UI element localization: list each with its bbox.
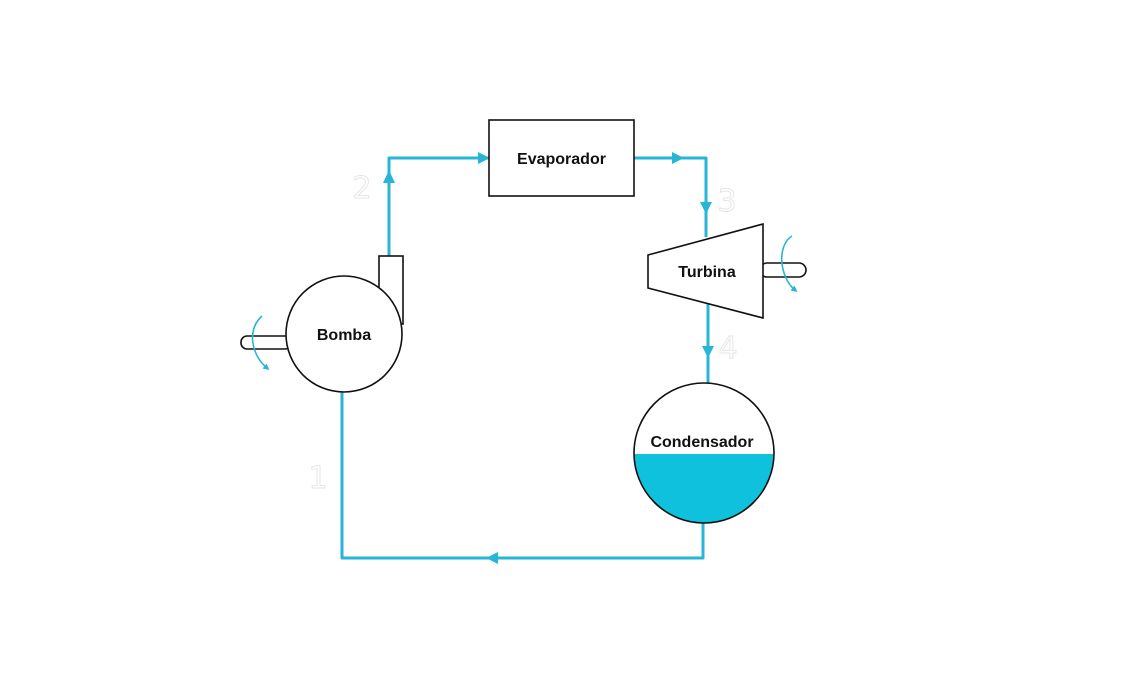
condenser: Condensador bbox=[633, 382, 775, 524]
evaporator: Evaporador bbox=[488, 119, 635, 197]
arrow-up-icon bbox=[383, 170, 395, 183]
state-point-4: 4 bbox=[718, 331, 737, 366]
turbine-body bbox=[647, 222, 764, 320]
condenser-liquid bbox=[634, 454, 774, 523]
pipe-pump-to-evaporator bbox=[387, 156, 489, 256]
rotation-arrow-icon bbox=[780, 235, 798, 293]
state-point-3: 3 bbox=[717, 184, 736, 219]
pump-shaft bbox=[240, 335, 292, 350]
turbine-label: Turbina bbox=[678, 264, 736, 281]
arrow-down-icon bbox=[702, 346, 714, 358]
condenser-label: Condensador bbox=[650, 434, 753, 451]
pipe-condenser-to-pump bbox=[340, 392, 705, 560]
pump: Bomba bbox=[240, 255, 404, 393]
pump-label: Bomba bbox=[317, 327, 371, 344]
evaporator-box bbox=[488, 119, 635, 197]
turbine: Turbina bbox=[647, 222, 807, 320]
arrow-right-icon bbox=[672, 152, 684, 164]
state-point-1: 1 bbox=[308, 461, 327, 496]
arrow-down-icon bbox=[700, 202, 712, 214]
flow-arrows bbox=[383, 152, 714, 564]
state-point-2: 2 bbox=[352, 171, 371, 206]
pump-body bbox=[285, 275, 403, 393]
state-points: 1 2 3 4 bbox=[308, 171, 738, 497]
arrow-right-icon bbox=[478, 152, 490, 164]
evaporator-label: Evaporador bbox=[517, 151, 606, 168]
arrow-left-icon bbox=[486, 552, 498, 564]
pipe-evaporator-to-turbine bbox=[634, 156, 708, 237]
rotation-arrow-icon bbox=[251, 315, 270, 371]
